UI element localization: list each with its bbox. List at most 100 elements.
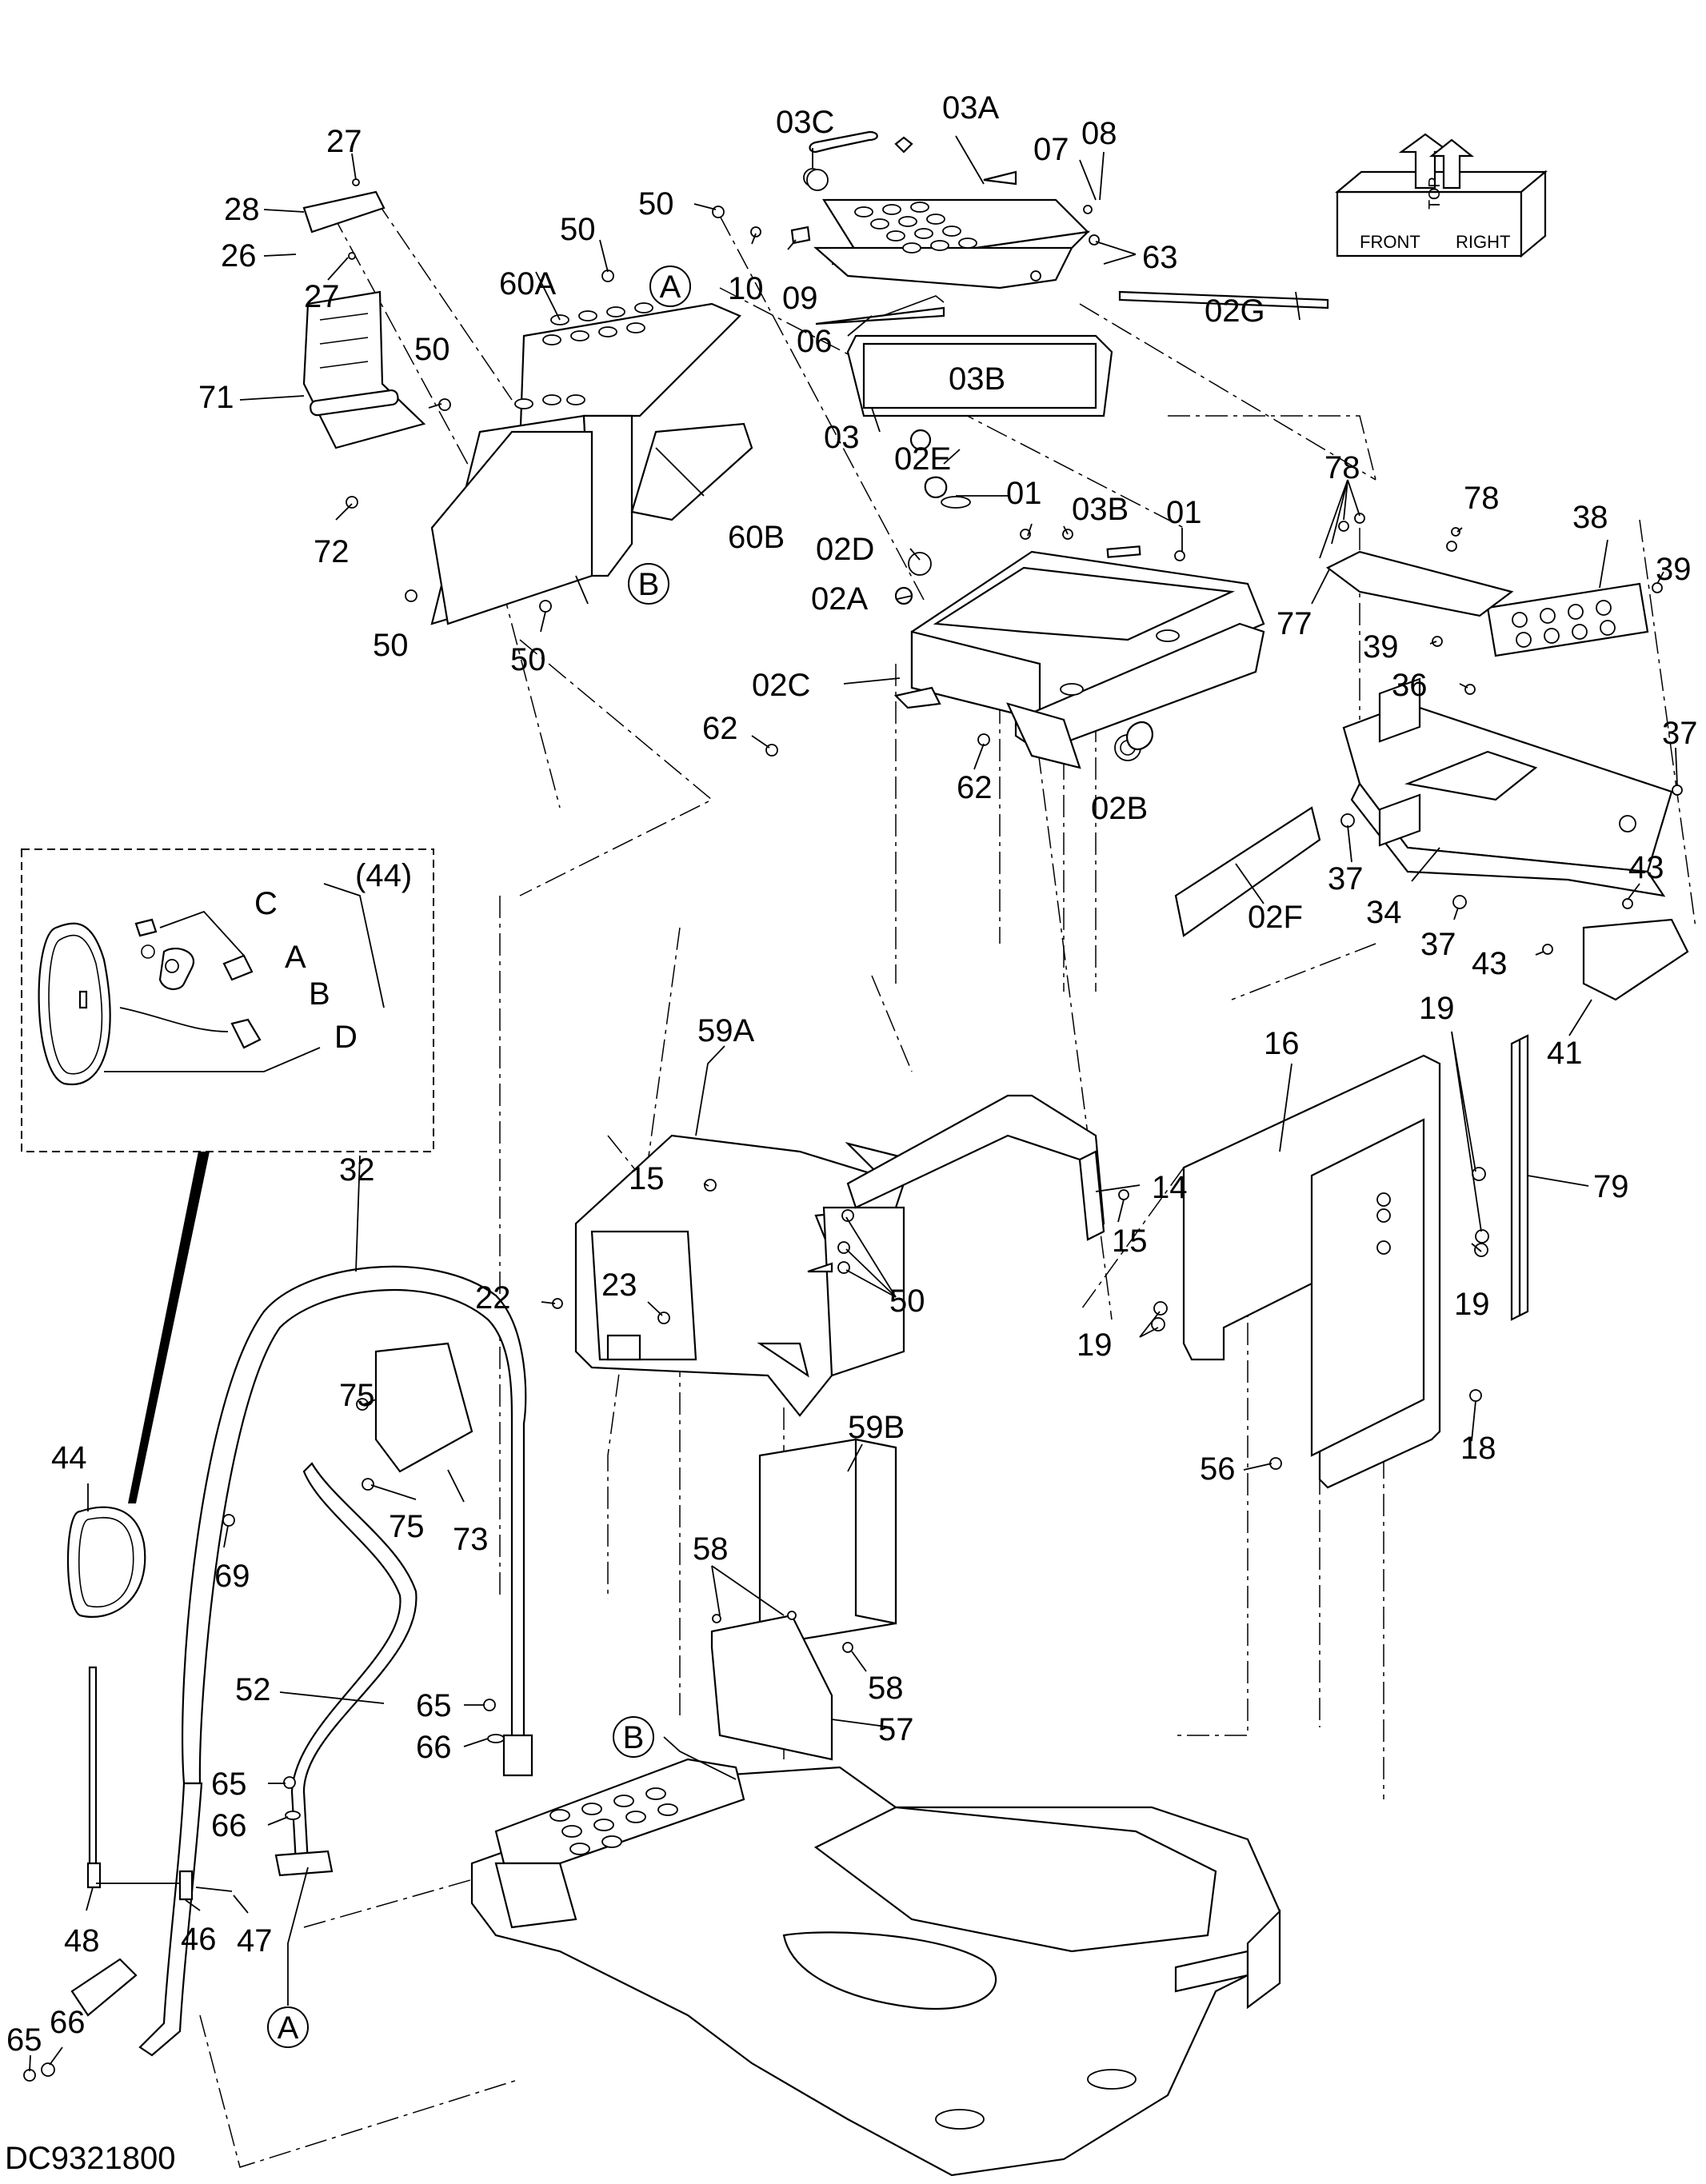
label-01: 01: [1006, 476, 1042, 511]
label-43: 43: [1472, 946, 1508, 981]
label-14: 14: [1152, 1170, 1188, 1205]
60A-holes: [514, 302, 653, 409]
label-22: 22: [475, 1280, 511, 1316]
label-73: 73: [453, 1522, 489, 1557]
inset-label-A: A: [285, 940, 306, 975]
label-66: 66: [50, 2005, 86, 2040]
label-37: 37: [1420, 927, 1456, 962]
label-19: 19: [1454, 1287, 1490, 1322]
label-32: 32: [339, 1152, 375, 1188]
label-63: 63: [1142, 240, 1178, 275]
label-06: 06: [797, 324, 833, 359]
label-15: 15: [629, 1161, 665, 1196]
label-19: 19: [1077, 1328, 1113, 1363]
inset-pointer: [128, 1152, 210, 1503]
label-50: 50: [414, 332, 450, 367]
label-59A: 59A: [697, 1013, 754, 1048]
label-28: 28: [224, 192, 260, 227]
label-78: 78: [1324, 450, 1360, 485]
label-72: 72: [314, 534, 350, 569]
svg-text:B: B: [638, 567, 660, 602]
label-02A: 02A: [811, 581, 868, 617]
label-66: 66: [211, 1808, 247, 1843]
top-plate-holes: [854, 202, 977, 254]
label-69: 69: [214, 1559, 250, 1594]
part-labels: 27 28 26 27 71 72 50 60A 50 10 09 03C 03…: [6, 90, 1698, 2058]
bracket-14: [846, 1094, 1105, 1241]
label-47: 47: [237, 1923, 273, 1958]
inset-box: [21, 848, 434, 1152]
inset-label-C: C: [254, 886, 278, 921]
38-holes: [1512, 600, 1616, 648]
orientation-top-label: TOP: [1426, 177, 1444, 210]
toolbox-34: [1325, 550, 1689, 1001]
label-43: 43: [1628, 850, 1664, 885]
label-03: 03: [824, 420, 860, 455]
label-65: 65: [416, 1688, 452, 1723]
label-39: 39: [1656, 552, 1692, 587]
label-18: 18: [1460, 1431, 1496, 1466]
label-34: 34: [1366, 895, 1402, 930]
label-02C: 02C: [752, 668, 810, 703]
label-02G: 02G: [1205, 293, 1265, 329]
rollbar-32: [70, 1265, 533, 2057]
label-79: 79: [1593, 1169, 1629, 1204]
label-38: 38: [1572, 500, 1608, 535]
label-60B: 60B: [728, 520, 785, 555]
label-26: 26: [221, 238, 257, 273]
label-19: 19: [1419, 991, 1455, 1026]
callout-A-1: A: [649, 266, 691, 307]
label-62: 62: [957, 770, 993, 805]
inset-labels: (44) C A B D: [254, 858, 412, 1055]
step-holes: [549, 1787, 678, 1855]
label-02F: 02F: [1248, 900, 1303, 935]
svg-text:A: A: [660, 270, 681, 305]
label-60A: 60A: [499, 266, 556, 301]
label-46: 46: [181, 1922, 217, 1957]
label-75: 75: [389, 1509, 425, 1544]
cover-59A: [574, 1134, 914, 1417]
label-58: 58: [693, 1531, 729, 1567]
orientation-icon: TOP FRONT RIGHT: [1334, 133, 1548, 258]
label-09: 09: [782, 281, 818, 316]
pads: [374, 1342, 897, 1761]
callout-B-1: B: [628, 563, 669, 605]
label-50: 50: [373, 628, 409, 663]
label-23: 23: [601, 1268, 637, 1303]
label-03B: 03B: [1072, 492, 1129, 527]
drawing-code: DC9321800: [5, 2141, 176, 2176]
label-48: 48: [64, 1923, 100, 1958]
label-59B: 59B: [848, 1410, 905, 1445]
callout-B-2: B: [613, 1716, 654, 1758]
label-71: 71: [198, 380, 234, 415]
label-27: 27: [304, 279, 340, 314]
label-27: 27: [326, 124, 362, 159]
label-77: 77: [1277, 606, 1312, 641]
label-50: 50: [638, 186, 674, 222]
inset-label-D: D: [334, 1020, 358, 1055]
label-07: 07: [1033, 132, 1069, 167]
leader-lines: [29, 135, 1678, 2072]
callout-A-2: A: [267, 2006, 309, 2048]
seat-stand-frame: [893, 496, 1321, 937]
label-65: 65: [6, 2022, 42, 2058]
label-65: 65: [211, 1767, 247, 1802]
label-50: 50: [889, 1284, 925, 1319]
label-37: 37: [1328, 861, 1364, 896]
label-10: 10: [728, 271, 764, 306]
label-66: 66: [416, 1730, 452, 1765]
label-41: 41: [1547, 1036, 1583, 1071]
label-01: 01: [1166, 495, 1202, 530]
svg-text:B: B: [623, 1720, 645, 1755]
label-37: 37: [1662, 716, 1698, 751]
seat-stand-top-plate: [790, 168, 1329, 417]
label-44: 44: [51, 1440, 87, 1475]
orientation-right-label: RIGHT: [1456, 232, 1510, 252]
label-50: 50: [510, 642, 546, 677]
label-58: 58: [868, 1671, 904, 1706]
label-15: 15: [1112, 1224, 1148, 1259]
upper-frame-base: [470, 1758, 1281, 2177]
label-78: 78: [1464, 481, 1500, 516]
inset-group-label: (44): [355, 858, 412, 893]
